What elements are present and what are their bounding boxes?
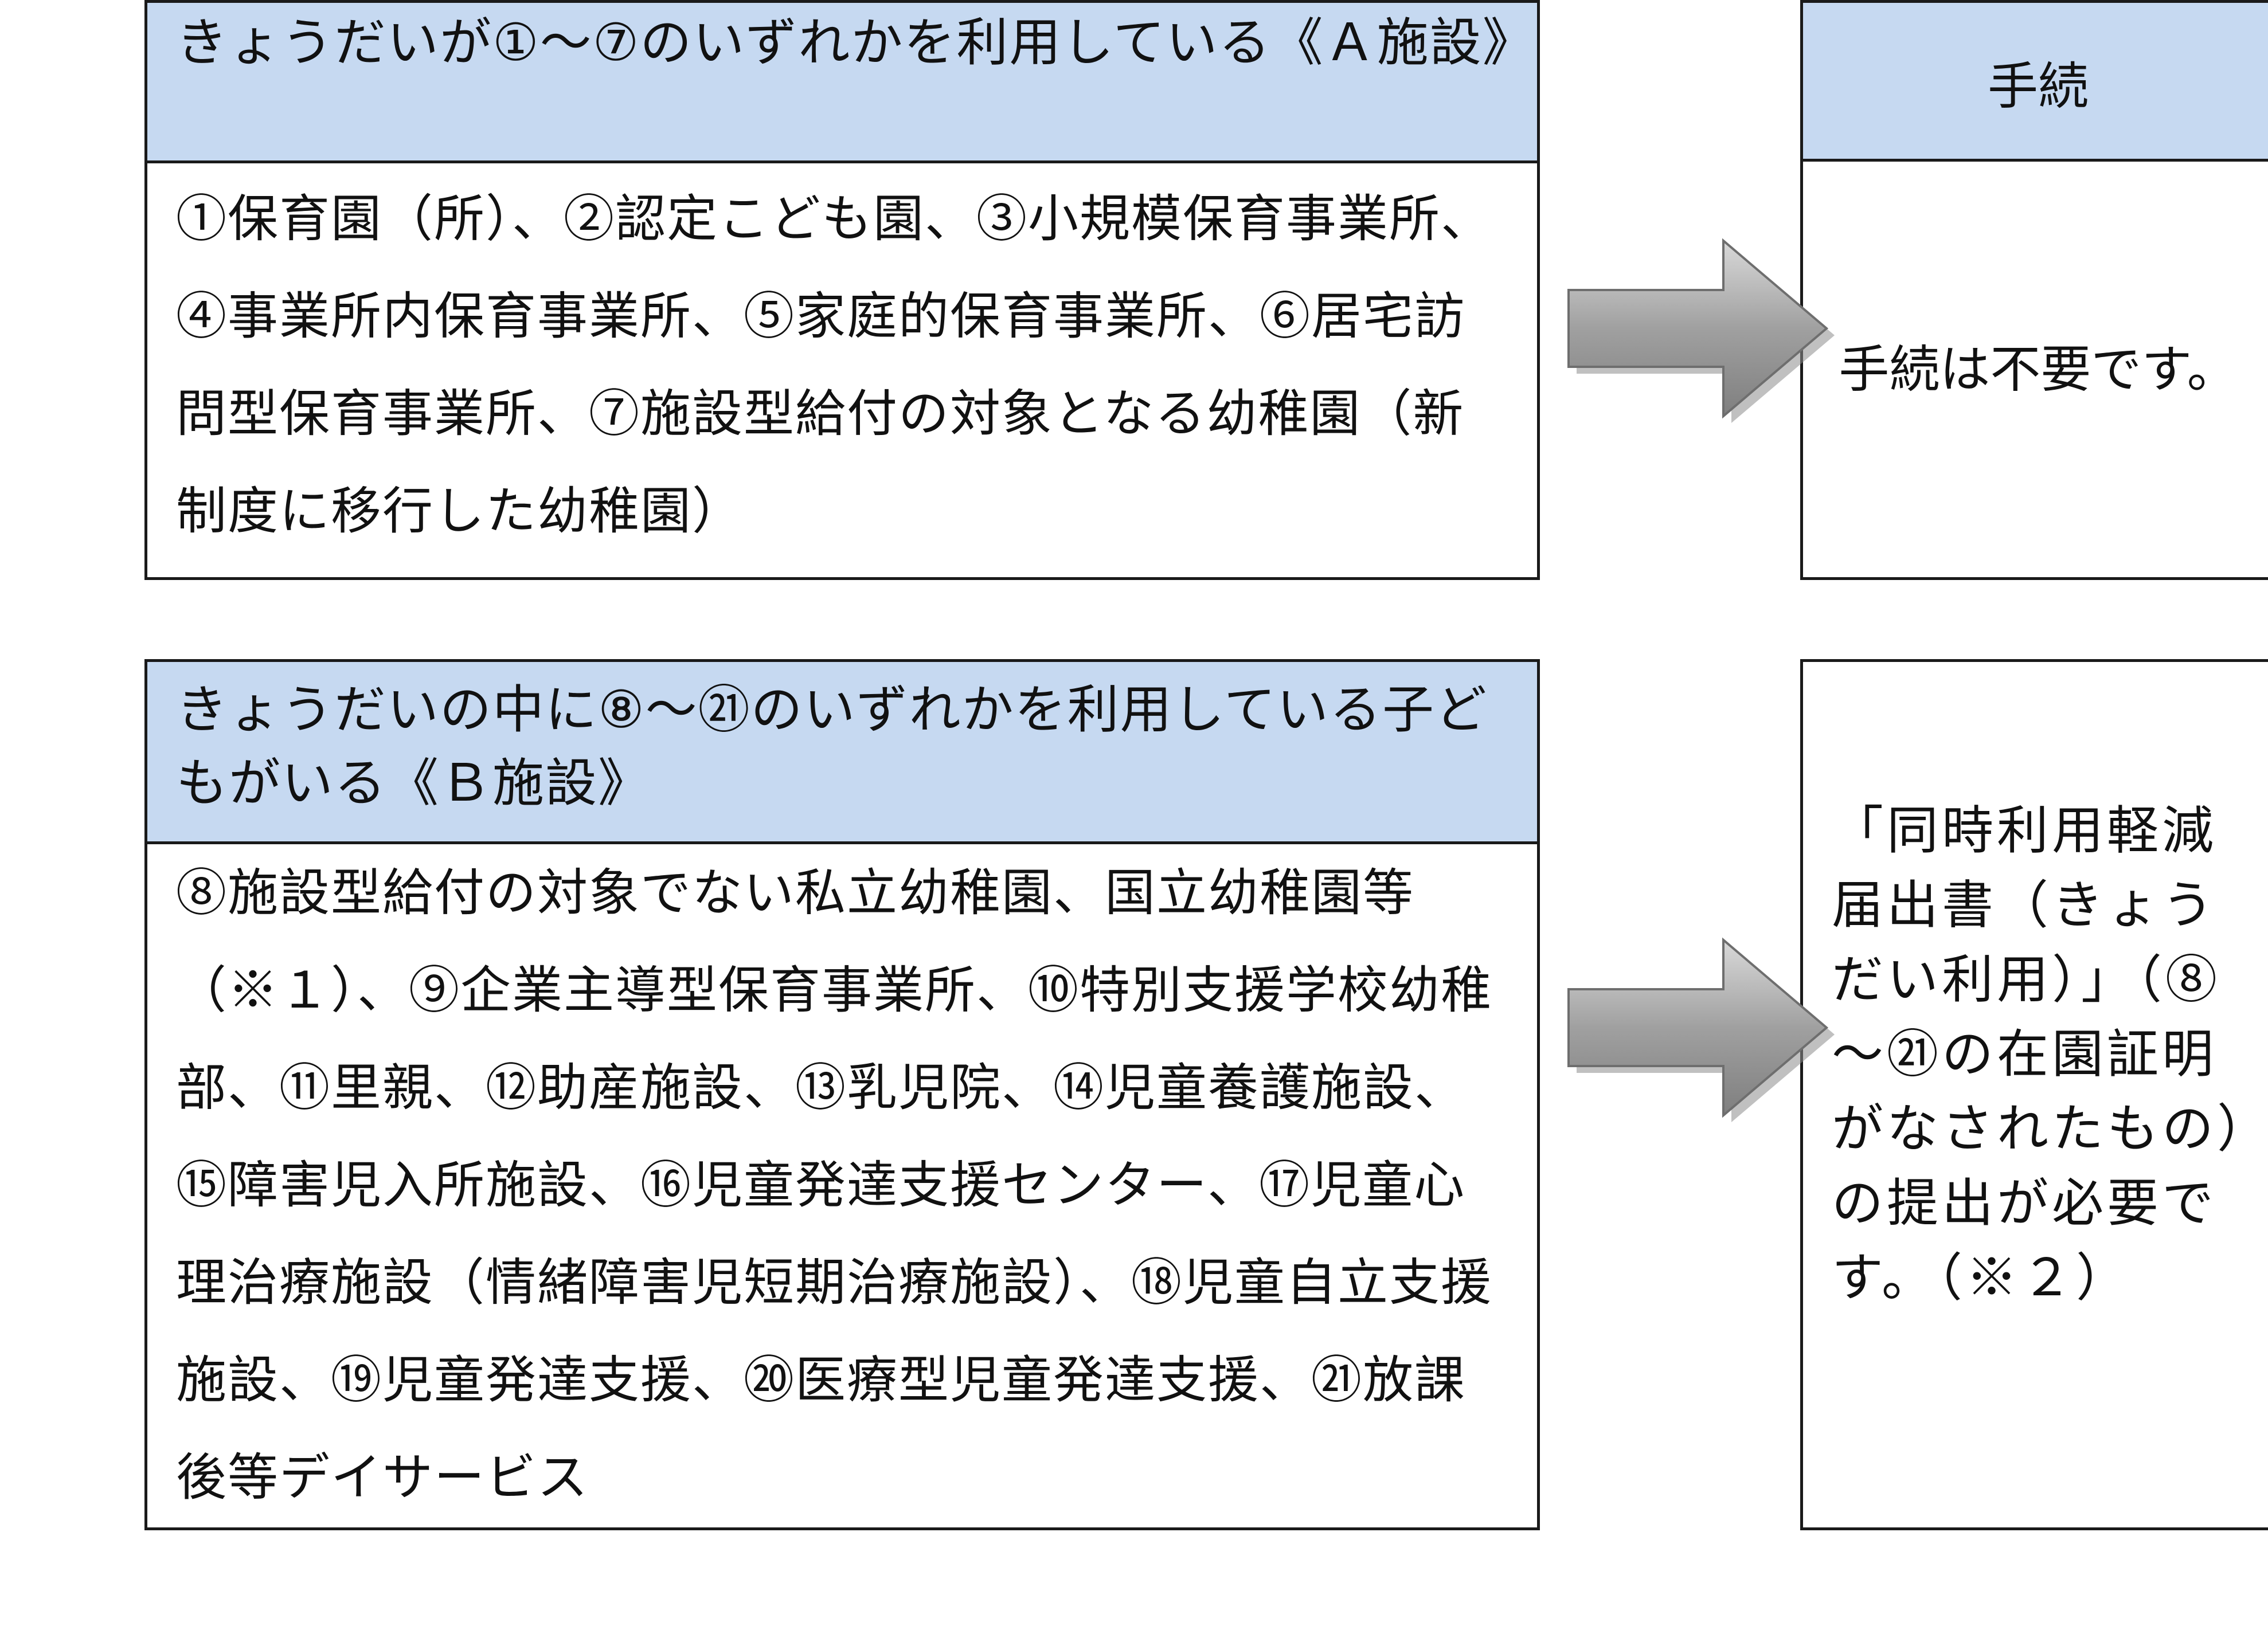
procedure-a-text: 手続は不要です。 xyxy=(1800,159,2268,580)
group-a-body: ①保育園（所）、②認定こども園、③小規模保育事業所、④事業所内保育事業所、⑤家庭… xyxy=(176,189,1493,540)
procedure-b-text: 「同時利用軽減届出書（きょうだい利用）」（⑧～㉑の在園証明がなされたもの）の提出… xyxy=(1800,659,2268,1530)
group-b-header: きょうだいの中に⑧～㉑のいずれかを利用している子どもがいる《Ｂ施設》 xyxy=(147,662,1537,844)
group-a-box: きょうだいが①～⑦のいずれかを利用している《Ａ施設》 ①保育園（所）、②認定こど… xyxy=(144,0,1540,580)
group-b-box: きょうだいの中に⑧～㉑のいずれかを利用している子どもがいる《Ｂ施設》 ⑧施設型給… xyxy=(144,659,1540,1530)
group-b-body: ⑧施設型給付の対象でない私立幼稚園、国立幼稚園等（※１）、⑨企業主導型保育事業所… xyxy=(176,863,1493,1507)
right-arrow-icon xyxy=(1567,238,1835,423)
group-a-header: きょうだいが①～⑦のいずれかを利用している《Ａ施設》 xyxy=(147,3,1537,163)
procedure-header: 手続 xyxy=(1800,0,2268,162)
right-arrow-icon xyxy=(1567,937,1835,1122)
